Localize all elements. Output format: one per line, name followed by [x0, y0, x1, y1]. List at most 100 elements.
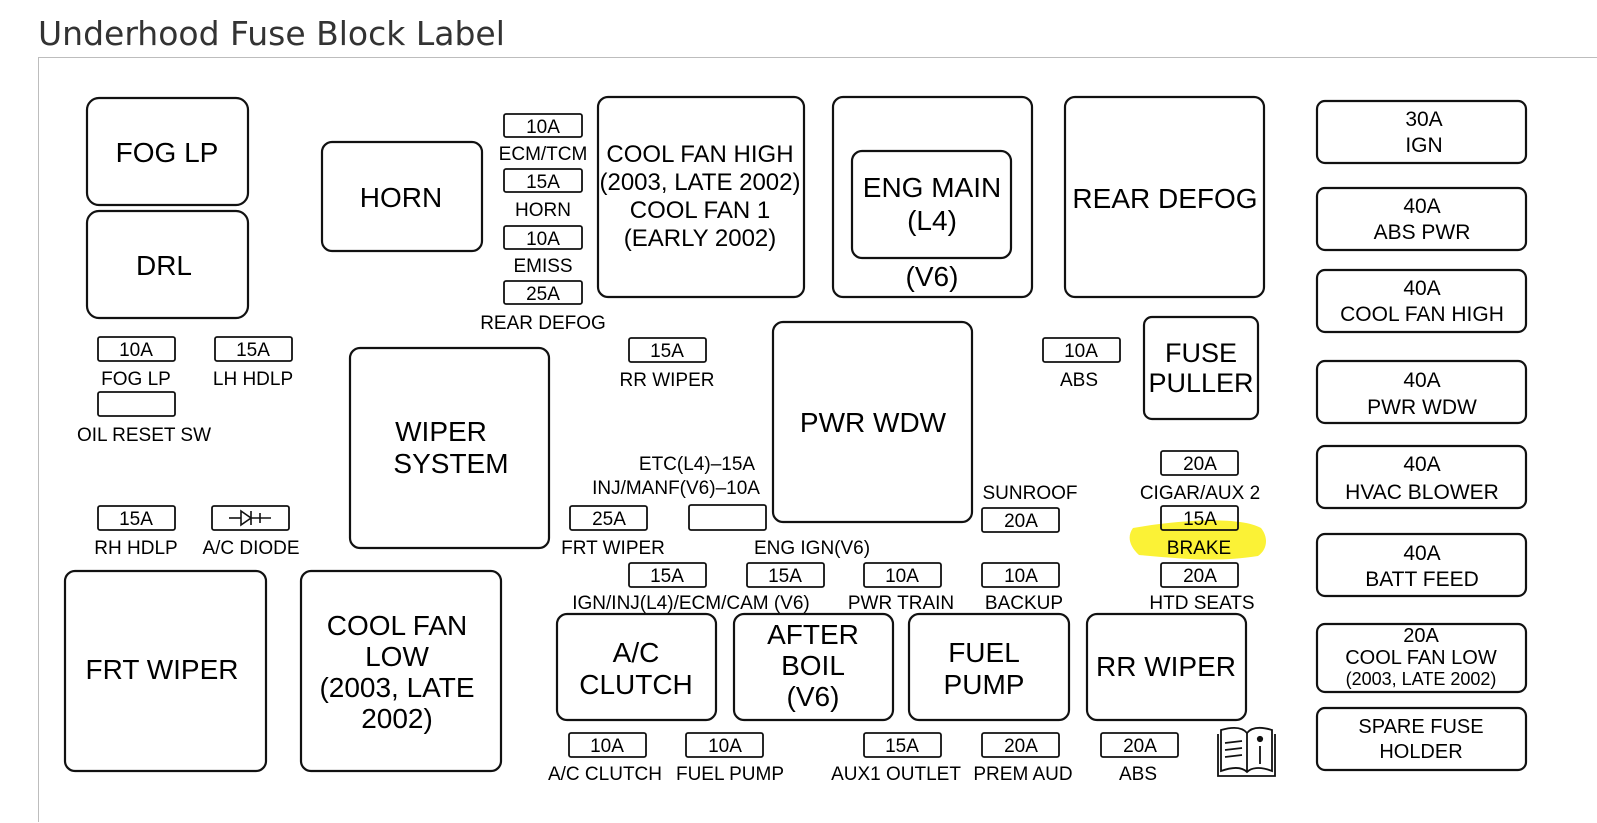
fuse-ecm-cam: 15A [746, 562, 825, 588]
label-etc-l4: ETC(L4)–15A [639, 454, 755, 475]
svg-text:20A: 20A [1183, 566, 1217, 587]
svg-text:25A: 25A [526, 284, 560, 305]
svg-text:COOL FAN: COOL FAN [327, 610, 468, 641]
fuse-rear-defog: 25A REAR DEFOG [480, 280, 606, 334]
svg-text:(2003, LATE: (2003, LATE [319, 672, 474, 703]
fuse-pwr-train: 10A PWR TRAIN [848, 562, 954, 614]
svg-text:BATT FEED: BATT FEED [1365, 568, 1479, 591]
svg-text:HOLDER: HOLDER [1379, 741, 1462, 763]
svg-text:15A: 15A [885, 736, 919, 757]
svg-text:25A: 25A [592, 509, 626, 530]
fuse-rr-wiper: 15A RR WIPER [620, 337, 715, 391]
relay-rear-defog: REAR DEFOG [1063, 95, 1266, 299]
svg-text:RR WIPER: RR WIPER [620, 370, 715, 391]
svg-text:A/C CLUTCH: A/C CLUTCH [548, 764, 662, 785]
svg-text:REAR DEFOG: REAR DEFOG [480, 313, 606, 334]
svg-text:PWR TRAIN: PWR TRAIN [848, 593, 954, 614]
maxi-fuse-pwr-wdw: 40A PWR WDW [1315, 359, 1528, 425]
svg-text:RR WIPER: RR WIPER [1096, 651, 1236, 682]
svg-text:BOIL: BOIL [781, 650, 845, 681]
svg-text:20A: 20A [1403, 625, 1439, 647]
svg-text:FRT WIPER: FRT WIPER [86, 654, 239, 685]
fuse-puller: FUSE PULLER [1142, 315, 1260, 421]
svg-text:PWR WDW: PWR WDW [800, 407, 947, 438]
svg-text:10A: 10A [119, 340, 153, 361]
ac-diode: A/C DIODE [202, 505, 300, 559]
svg-text:15A: 15A [526, 172, 560, 193]
fuse-oil-reset-sw: OIL RESET SW [77, 391, 211, 446]
svg-text:30A: 30A [1405, 108, 1442, 131]
svg-text:LH HDLP: LH HDLP [213, 369, 293, 390]
fuse-block-diagram: FOG LP DRL HORN 10A ECM/TCM 15A HORN 10A… [63, 95, 1528, 785]
svg-text:(V6): (V6) [906, 261, 959, 292]
page-title: Underhood Fuse Block Label [38, 14, 505, 53]
fuse-aux1-outlet: 15A AUX1 OUTLET [831, 732, 961, 785]
relay-drl: DRL [85, 209, 250, 320]
svg-text:40A: 40A [1403, 277, 1440, 300]
svg-text:10A: 10A [708, 736, 742, 757]
owners-manual-icon [1217, 726, 1276, 777]
svg-text:FOG LP: FOG LP [101, 369, 171, 390]
maxi-fuse-cool-fan-low: 20A COOL FAN LOW (2003, LATE 2002) [1315, 622, 1528, 694]
svg-text:15A: 15A [650, 566, 684, 587]
svg-text:LOW: LOW [365, 641, 429, 672]
svg-text:FOG LP: FOG LP [116, 137, 219, 168]
svg-text:20A: 20A [1004, 736, 1038, 757]
svg-text:ABS PWR: ABS PWR [1374, 221, 1471, 244]
svg-text:SPARE FUSE: SPARE FUSE [1358, 716, 1483, 738]
svg-text:COOL FAN 1: COOL FAN 1 [630, 197, 770, 224]
fuse-ign-inj: 15A [628, 562, 707, 588]
fuse-brake: 15A BRAKE [1160, 505, 1239, 559]
svg-text:15A: 15A [236, 340, 270, 361]
svg-text:A/C DIODE: A/C DIODE [202, 538, 299, 559]
svg-text:20A: 20A [1004, 511, 1038, 532]
svg-text:WIPER: WIPER [395, 416, 487, 447]
fuse-horn: 15A HORN [503, 168, 583, 221]
svg-text:FRT WIPER: FRT WIPER [561, 538, 665, 559]
svg-text:ABS: ABS [1060, 370, 1098, 391]
svg-text:FUEL: FUEL [948, 637, 1020, 668]
svg-text:ECM/TCM: ECM/TCM [499, 144, 588, 165]
relay-fuel-pump: FUEL PUMP [907, 612, 1071, 722]
label-eng-ign-v6: ENG IGN(V6) [754, 538, 870, 559]
svg-text:COOL FAN HIGH: COOL FAN HIGH [606, 141, 793, 168]
svg-text:PREM AUD: PREM AUD [973, 764, 1072, 785]
svg-text:40A: 40A [1403, 542, 1440, 565]
svg-text:(2003, LATE 2002): (2003, LATE 2002) [1346, 669, 1497, 689]
maxi-fuse-batt-feed: 40A BATT FEED [1315, 532, 1528, 598]
fuse-etc-inj [688, 504, 767, 531]
svg-text:(2003, LATE 2002): (2003, LATE 2002) [599, 169, 800, 196]
relay-rr-wiper: RR WIPER [1085, 612, 1248, 722]
fuse-lh-hdlp: 15A LH HDLP [213, 336, 293, 390]
svg-text:CLUTCH: CLUTCH [579, 669, 693, 700]
spare-fuse-holder: SPARE FUSE HOLDER [1315, 706, 1528, 772]
label-inj-manf-v6: INJ/MANF(V6)–10A [592, 478, 760, 499]
maxi-fuse-ign: 30A IGN [1315, 99, 1528, 165]
relay-ac-clutch: A/C CLUTCH [555, 612, 718, 722]
fuse-backup: 10A BACKUP [981, 562, 1063, 614]
fuse-rh-hdlp: 15A RH HDLP [94, 505, 178, 559]
svg-text:15A: 15A [119, 509, 153, 530]
svg-text:10A: 10A [526, 117, 560, 138]
svg-text:FUSE: FUSE [1165, 338, 1237, 368]
relay-after-boil: AFTER BOIL (V6) [732, 612, 895, 722]
fuse-cigar-aux2: 20A CIGAR/AUX 2 [1140, 450, 1260, 504]
svg-text:10A: 10A [590, 736, 624, 757]
svg-text:A/C: A/C [613, 637, 660, 668]
svg-text:AFTER: AFTER [767, 619, 859, 650]
svg-text:SYSTEM: SYSTEM [393, 448, 508, 479]
svg-text:COOL FAN LOW: COOL FAN LOW [1345, 647, 1497, 669]
fuse-abs-bottom: 20A ABS [1100, 732, 1179, 785]
maxi-fuse-abs-pwr: 40A ABS PWR [1315, 186, 1528, 252]
svg-text:2002): 2002) [361, 703, 433, 734]
svg-text:DRL: DRL [136, 250, 192, 281]
svg-text:20A: 20A [1123, 736, 1157, 757]
svg-text:HORN: HORN [360, 182, 442, 213]
svg-text:PULLER: PULLER [1148, 368, 1253, 398]
svg-text:40A: 40A [1403, 369, 1440, 392]
label-ign-inj-ecm-cam: IGN/INJ(L4)/ECM/CAM (V6) [572, 593, 810, 614]
fuse-fuel-pump: 10A FUEL PUMP [676, 732, 784, 785]
svg-text:10A: 10A [885, 566, 919, 587]
svg-text:20A: 20A [1183, 454, 1217, 475]
fuse-htd-seats: 20A HTD SEATS [1149, 562, 1255, 614]
